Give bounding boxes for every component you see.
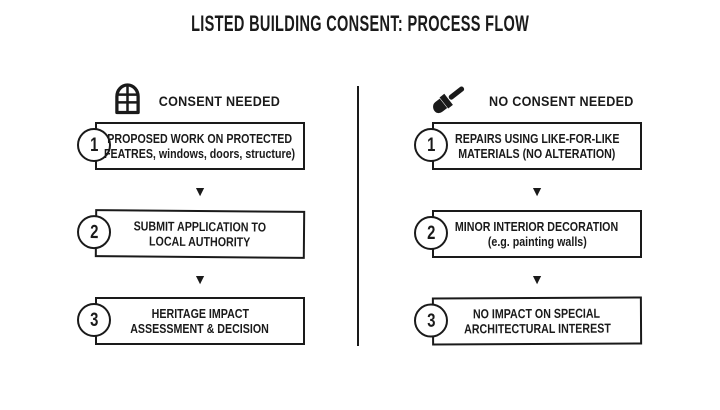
- step-line1: HERITAGE IMPACT: [151, 306, 249, 321]
- flow-step-box-consent-3: 3 HERITAGE IMPACT ASSESSMENT & DECISION: [77, 297, 305, 345]
- step-number-badge: 2: [76, 214, 112, 250]
- paintbrush-icon: [428, 82, 470, 121]
- step-line2: ARCHITECTURAL INTEREST: [463, 320, 611, 337]
- page-title-text: LISTED BUILDING CONSENT: PROCESS FLOW: [190, 11, 530, 36]
- step-line1: REPAIRS USING LIKE-FOR-LIKE: [454, 131, 620, 146]
- step-number: 1: [426, 134, 436, 156]
- down-arrow-icon: ▼: [530, 271, 544, 287]
- step-line1: NO IMPACT ON SPECIAL: [473, 305, 601, 322]
- step-line2: (e.g. painting walls): [487, 234, 587, 249]
- arched-window-icon: [114, 82, 141, 120]
- step-line1: MINOR INTERIOR DECORATION: [455, 219, 619, 234]
- step-number-badge: 3: [413, 303, 449, 338]
- flow-step-box-noconsent-3: 3 NO IMPACT ON SPECIAL ARCHITECTURAL INT…: [413, 296, 643, 346]
- step-line2: MATERIALS (NO ALTERATION): [458, 146, 616, 161]
- right-column-header: NO CONSENT NEEDED: [420, 83, 650, 119]
- flow-step-box-noconsent-2: 2 MINOR INTERIOR DECORATION (e.g. painti…: [414, 210, 642, 258]
- flow-step-box-consent-2: 2 SUBMIT APPLICATION TO LOCAL AUTHORITY: [76, 209, 306, 259]
- step-number: 2: [89, 221, 99, 243]
- flow-step-box-consent-1: 1 PROPOSED WORK ON PROTECTED FEATRES, wi…: [77, 122, 305, 170]
- right-column-header-label: NO CONSENT NEEDED: [489, 93, 634, 109]
- left-column-header-label: CONSENT NEEDED: [158, 93, 280, 109]
- flow-step-box-noconsent-1: 1 REPAIRS USING LIKE-FOR-LIKE MATERIALS …: [414, 122, 642, 170]
- step-line2: LOCAL AUTHORITY: [149, 233, 251, 250]
- step-number: 2: [426, 222, 436, 244]
- step-number: 3: [426, 310, 436, 332]
- column-divider: [357, 86, 359, 346]
- step-line2: ASSESSMENT & DECISION: [130, 321, 270, 336]
- page-title: LISTED BUILDING CONSENT: PROCESS FLOW: [0, 11, 720, 37]
- down-arrow-icon: ▼: [530, 183, 544, 199]
- step-line1: PROPOSED WORK ON PROTECTED: [107, 131, 293, 146]
- step-number-badge: 2: [414, 216, 448, 250]
- step-number: 1: [89, 134, 99, 156]
- down-arrow-icon: ▼: [193, 271, 207, 287]
- step-number-badge: 3: [77, 303, 111, 337]
- step-number: 3: [89, 309, 99, 331]
- step-line2: FEATRES, windows, doors, structure): [104, 146, 296, 161]
- step-number-badge: 1: [414, 128, 448, 162]
- step-number-badge: 1: [77, 128, 111, 162]
- step-line1: SUBMIT APPLICATION TO: [133, 218, 267, 235]
- down-arrow-icon: ▼: [193, 183, 207, 199]
- left-column-header: CONSENT NEEDED: [85, 83, 315, 119]
